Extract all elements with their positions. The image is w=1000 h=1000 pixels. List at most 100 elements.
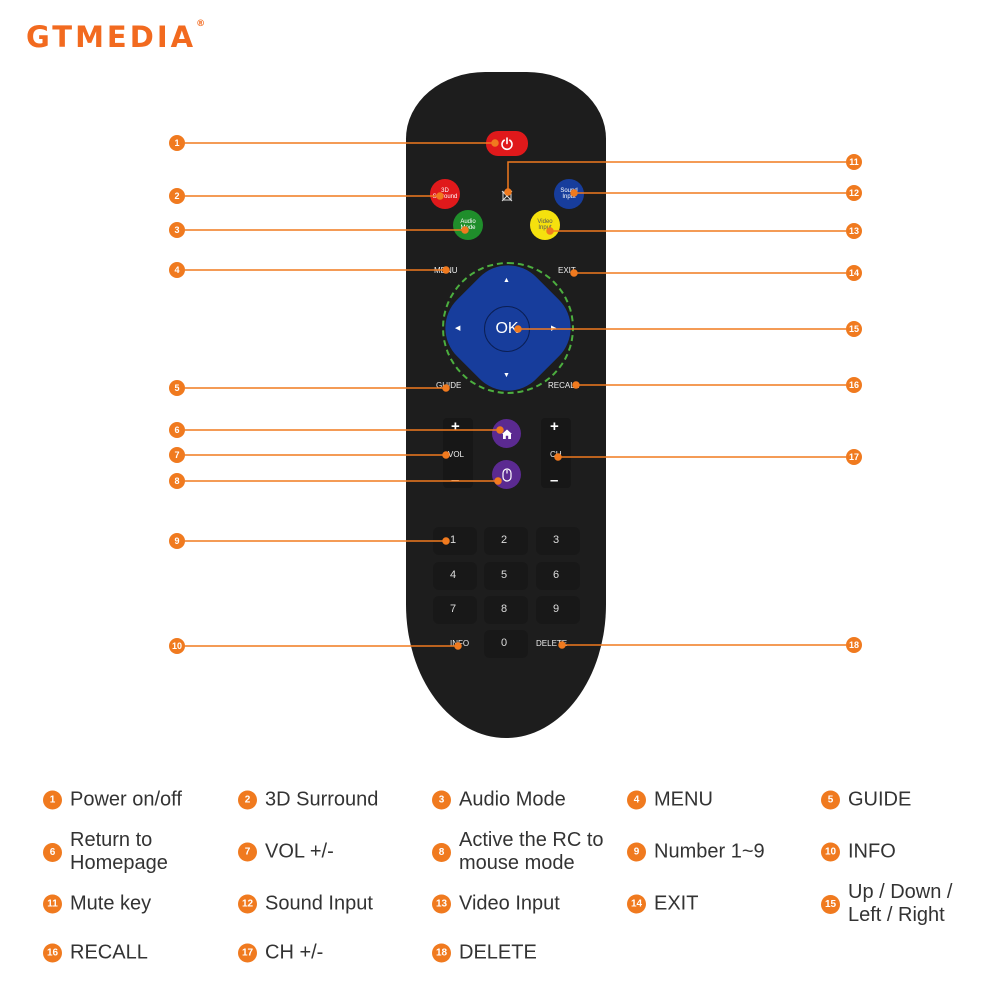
down-button[interactable]: ▼	[503, 372, 510, 379]
vol-label: VOL	[448, 450, 465, 459]
surround-label: 3D Surround	[432, 188, 458, 200]
ch-plus-button[interactable]: +	[550, 418, 559, 435]
sound-input-button[interactable]: Sound Input	[554, 179, 584, 209]
brand-logo: GTMEDIA®	[26, 19, 206, 54]
home-button[interactable]	[492, 419, 521, 448]
number-key-bg	[484, 596, 528, 624]
legend-item-15: 15 Up / Down / Left / Right	[821, 881, 952, 927]
legend-badge: 14	[627, 894, 646, 914]
video-input-label: Video Input	[537, 219, 553, 231]
legend-text: INFO	[848, 840, 896, 863]
recall-button[interactable]: RECALL	[548, 381, 580, 390]
callout-badge-6: 6	[169, 422, 185, 438]
legend-badge: 1	[43, 790, 62, 810]
legend-item-4: 4 MENU	[627, 789, 713, 812]
number-key-3[interactable]: 3	[553, 534, 560, 546]
ok-button[interactable]: OK	[484, 306, 530, 352]
number-key-6[interactable]: 6	[553, 569, 560, 581]
callout-badge-1: 1	[169, 135, 185, 151]
callout-badge-2: 2	[169, 188, 185, 204]
power-icon	[501, 136, 513, 150]
number-key-bg	[484, 562, 528, 590]
dpad-ring	[442, 262, 574, 394]
ok-label: OK	[495, 320, 519, 337]
callout-badge-17: 17	[846, 449, 862, 465]
legend-item-1: 1 Power on/off	[43, 789, 182, 812]
callout-badge-3: 3	[169, 222, 185, 238]
legend-item-3: 3 Audio Mode	[432, 789, 566, 812]
number-key-bg	[433, 596, 477, 624]
legend-badge: 8	[432, 842, 451, 862]
callout-badge-7: 7	[169, 447, 185, 463]
callout-lines	[185, 139, 846, 650]
callout-badge-18: 18	[846, 637, 862, 653]
legend-text: Up / Down / Left / Right	[848, 881, 953, 926]
legend-badge: 6	[43, 842, 62, 862]
legend-badge: 17	[238, 943, 257, 963]
mouse-icon	[501, 467, 512, 482]
number-key-bg	[484, 630, 528, 658]
number-key-0[interactable]: 0	[501, 637, 508, 649]
ch-minus-button[interactable]: –	[550, 472, 559, 489]
number-key-bg	[536, 596, 580, 624]
registered-mark: ®	[196, 19, 206, 30]
legend-item-17: 17 CH +/-	[238, 942, 323, 965]
number-key-2[interactable]: 2	[501, 534, 508, 546]
legend-text: 3D Surround	[265, 788, 379, 811]
callout-badge-15: 15	[846, 321, 862, 337]
left-button[interactable]: ◀	[455, 325, 461, 332]
legend-text: Power on/off	[70, 788, 182, 811]
legend-text: Video Input	[459, 892, 560, 915]
vol-plus-button[interactable]: +	[451, 418, 460, 435]
legend-item-10: 10 INFO	[821, 841, 896, 864]
callout-badge-14: 14	[846, 265, 862, 281]
number-key-4[interactable]: 4	[450, 569, 457, 581]
legend-item-9: 9 Number 1~9	[627, 841, 765, 864]
callout-badge-16: 16	[846, 377, 862, 393]
number-key-8[interactable]: 8	[501, 603, 508, 615]
callout-badge-10: 10	[169, 638, 185, 654]
callout-line-11	[507, 161, 846, 192]
legend-text: GUIDE	[848, 788, 912, 811]
video-input-button[interactable]: Video Input	[530, 210, 560, 240]
ch-rocker	[541, 418, 571, 488]
callout-badge-5: 5	[169, 380, 185, 396]
surround-button[interactable]: 3D Surround	[430, 179, 460, 209]
number-key-5[interactable]: 5	[501, 569, 508, 581]
legend-badge: 7	[238, 842, 257, 862]
number-key-7[interactable]: 7	[450, 603, 457, 615]
legend-text: Mute key	[70, 892, 152, 915]
legend-text: CH +/-	[265, 941, 324, 964]
legend-badge: 9	[627, 842, 646, 862]
number-key-bg	[536, 527, 580, 555]
callout-badge-11: 11	[846, 154, 862, 170]
legend-text: MENU	[654, 788, 713, 811]
legend-badge: 2	[238, 790, 257, 810]
legend-text: Return to Homepage	[70, 829, 168, 874]
number-key-9[interactable]: 9	[553, 603, 560, 615]
legend-badge: 3	[432, 790, 451, 810]
callout-badge-4: 4	[169, 262, 185, 278]
legend-text: Number 1~9	[654, 840, 765, 863]
delete-button[interactable]: DELETE	[536, 639, 568, 648]
legend-text: Audio Mode	[459, 788, 566, 811]
up-button[interactable]: ▲	[503, 277, 510, 284]
legend-badge: 4	[627, 790, 646, 810]
number-key-bg	[433, 562, 477, 590]
brand-name: GTMEDIA	[26, 20, 197, 54]
callout-badge-8: 8	[169, 473, 185, 489]
number-key-1[interactable]: 1	[450, 534, 457, 546]
legend-badge: 15	[821, 894, 840, 914]
legend-badge: 11	[43, 894, 62, 914]
exit-button[interactable]: EXIT	[558, 266, 576, 275]
sound-input-label: Sound Input	[560, 188, 578, 200]
legend-badge: 12	[238, 894, 257, 914]
legend-badge: 10	[821, 842, 840, 862]
callout-badge-9: 9	[169, 533, 185, 549]
